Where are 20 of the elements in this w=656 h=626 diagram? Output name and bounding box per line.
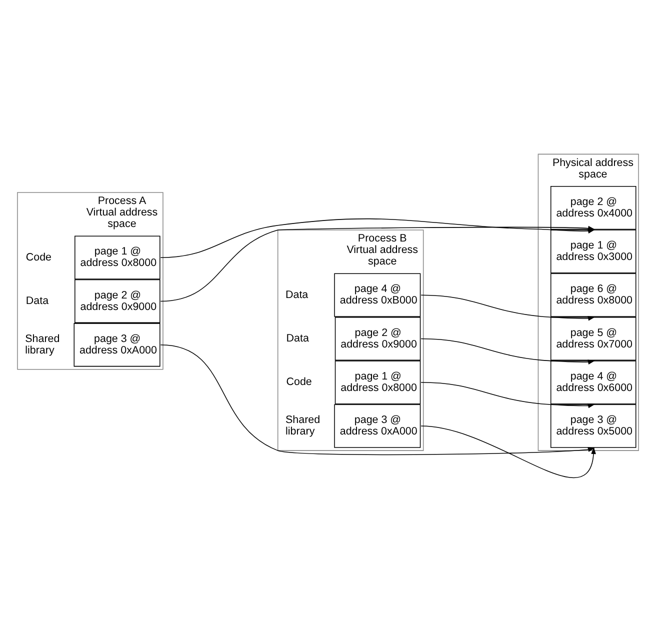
node-box: page 3 @ address 0xA000 [334, 404, 421, 448]
node-box: page 2 @ address 0x9000 [334, 316, 421, 361]
arrow [420, 338, 595, 364]
node-box: page 3 @ address 0xA000 [74, 323, 160, 367]
arrow [420, 294, 595, 321]
node-label: Shared library [25, 332, 60, 356]
node-label: Shared library [285, 414, 320, 438]
node-label: Data [286, 332, 309, 345]
node-label: Code [286, 376, 312, 388]
node-label: Data [26, 295, 49, 308]
node-box: page 6 @ address 0x8000 [550, 273, 636, 317]
node-box: page 1 @ address 0x8000 [74, 236, 160, 280]
arrow [420, 426, 596, 478]
node-box: page 1 @ address 0x8000 [334, 360, 421, 404]
node-label: Data [285, 288, 308, 301]
node-label: Code [26, 251, 52, 264]
arrow [420, 382, 595, 408]
arrow [160, 344, 595, 456]
node-box: page 2 @ address 0x9000 [74, 279, 160, 324]
node-box: page 4 @ address 0xB000 [334, 273, 421, 317]
